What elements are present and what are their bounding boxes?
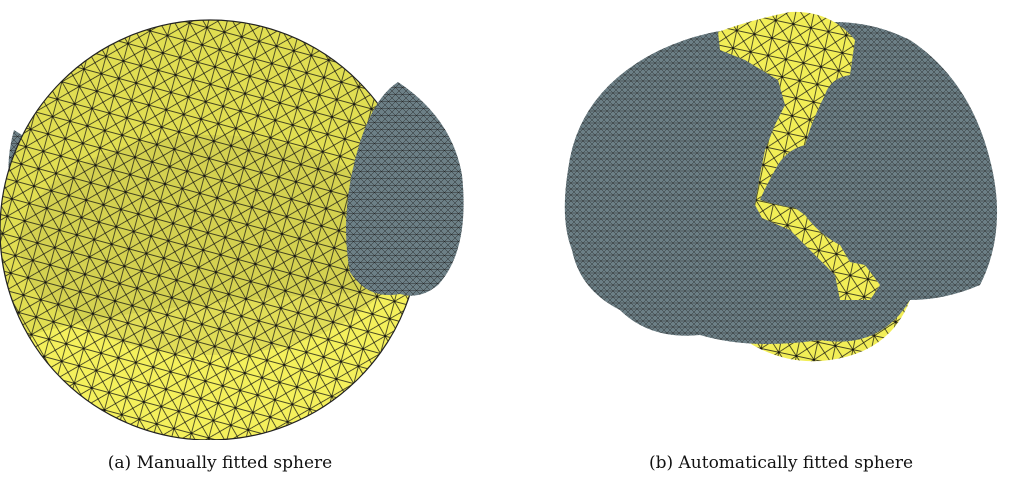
panel-manually-fitted: (a) Manually fitted sphere: [0, 0, 470, 496]
panel-automatically-fitted: (b) Automatically fitted sphere: [550, 0, 1012, 496]
fitted-sphere: [0, 19, 421, 440]
manual-fit-render: [0, 19, 464, 440]
brain-right-lobe: [346, 82, 464, 296]
caption-b: (b) Automatically fitted sphere: [648, 453, 914, 473]
caption-a: (a) Manually fitted sphere: [107, 453, 333, 473]
automatic-fit-render: [564, 11, 998, 362]
brain-mesh: [564, 22, 998, 344]
sphere-visible-region: [718, 11, 880, 300]
